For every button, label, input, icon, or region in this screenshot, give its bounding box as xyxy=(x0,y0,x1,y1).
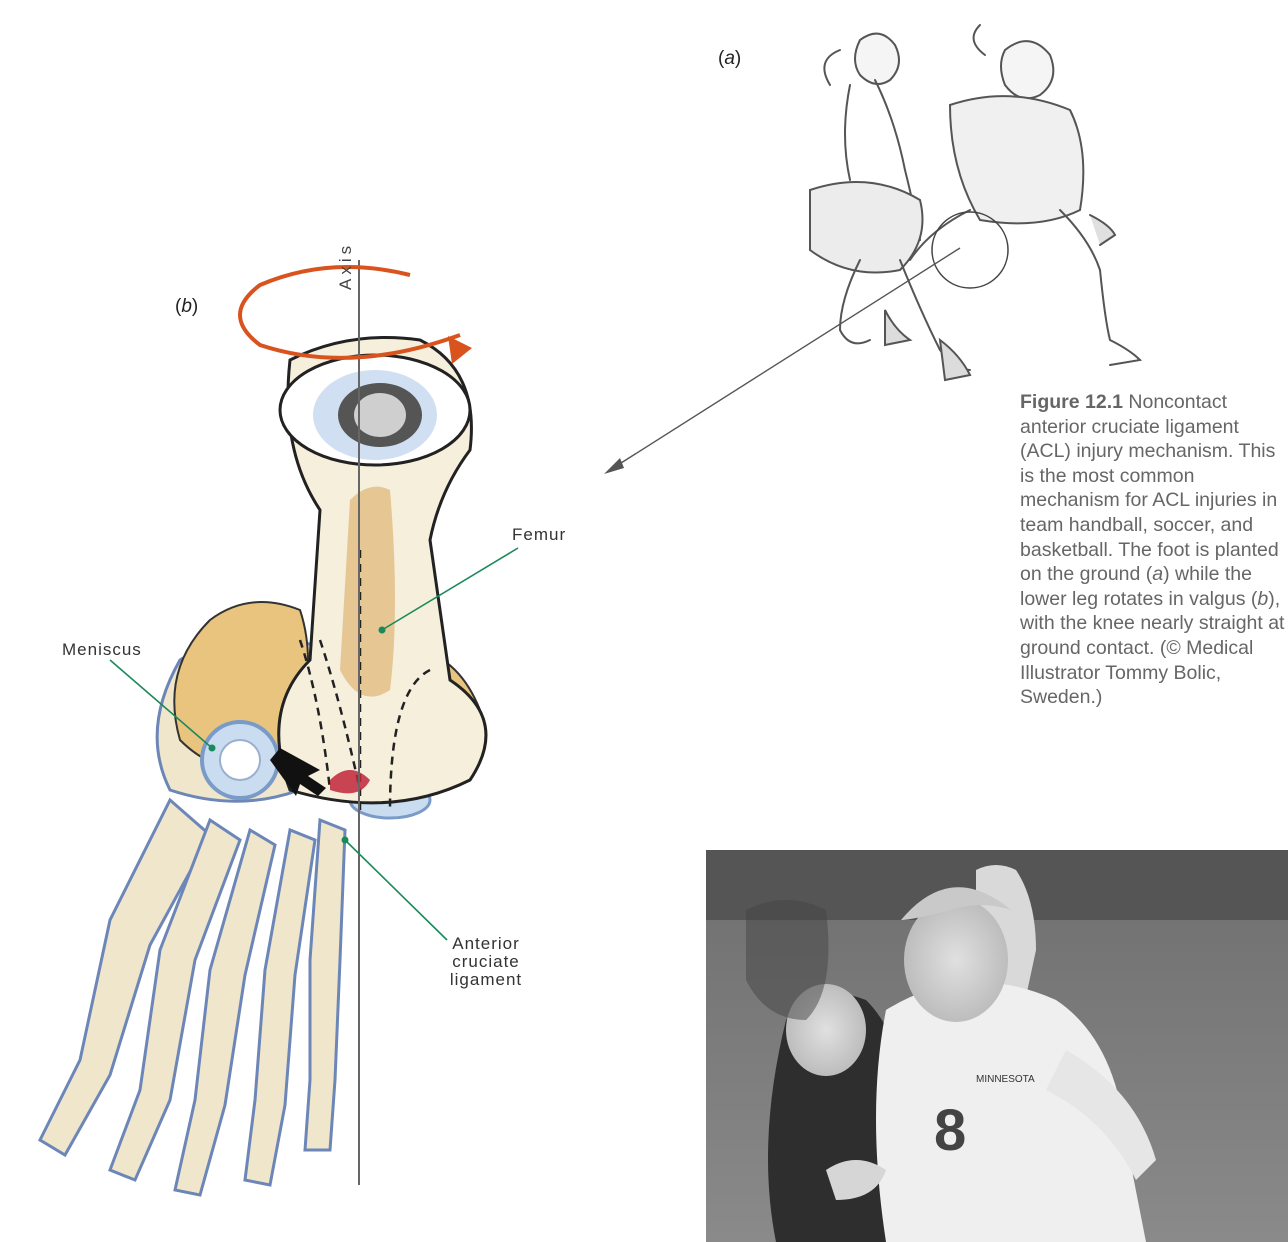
caption-ref-a: a xyxy=(1152,563,1163,585)
magnify-arrow xyxy=(590,230,990,480)
caption-text: Noncontact anterior cruciate ligament (A… xyxy=(1020,391,1279,585)
acl-label-line: Anterior xyxy=(436,935,536,953)
acl-leader xyxy=(345,840,447,940)
acl-label-line: cruciate xyxy=(436,953,536,971)
jersey-text: MINNESOTA xyxy=(976,1074,1035,1085)
soccer-photo: MINNESOTA 8 xyxy=(706,850,1288,1242)
femur-label: Femur xyxy=(512,525,566,545)
meniscus-label: Meniscus xyxy=(62,640,142,660)
caption-ref-b: b xyxy=(1257,588,1268,610)
knee-anatomy-illustration xyxy=(0,240,560,1240)
paren-close: ) xyxy=(735,48,741,69)
acl-label-line: ligament xyxy=(436,971,536,989)
jersey-number: 8 xyxy=(934,1098,966,1163)
panel-a-label: (a) xyxy=(718,48,741,70)
acl-label: Anterior cruciate ligament xyxy=(436,935,536,989)
panel-letter: a xyxy=(724,48,735,69)
figure-caption: Figure 12.1 Noncontact anterior cruciate… xyxy=(1020,390,1288,710)
figure-number: Figure 12.1 xyxy=(1020,391,1123,413)
axis-label: Axis xyxy=(336,242,356,290)
